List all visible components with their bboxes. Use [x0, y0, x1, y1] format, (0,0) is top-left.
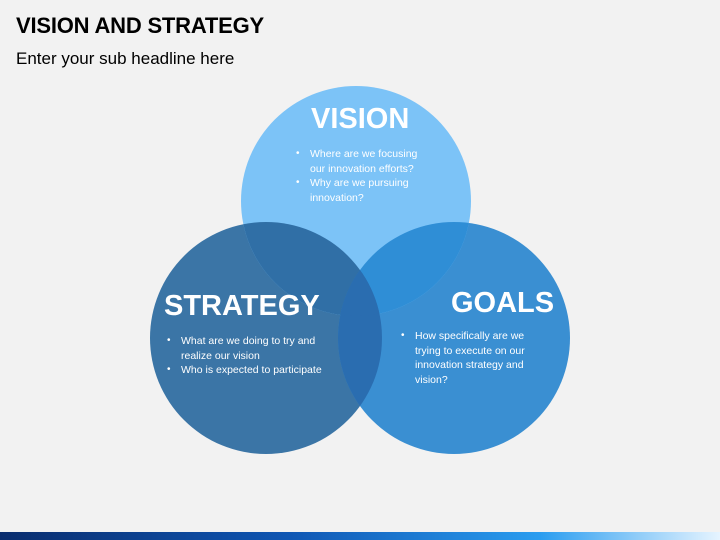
bullet-item: Where are we focusing our innovation eff… [296, 147, 431, 176]
strategy-heading: STRATEGY [164, 290, 320, 322]
bullet-item: How specifically are we trying to execut… [401, 329, 541, 387]
bullet-item: Why are we pursuing innovation? [296, 176, 431, 205]
slide-title: VISION AND STRATEGY [16, 13, 264, 38]
vision-heading: VISION [311, 103, 410, 135]
overlap-vision-strategy [241, 222, 382, 316]
bottom-accent-bar [0, 532, 720, 540]
vision-bullets: Where are we focusing our innovation eff… [296, 147, 431, 205]
goals-bullets: How specifically are we trying to execut… [401, 329, 541, 387]
bullet-item: What are we doing to try and realize our… [167, 334, 337, 363]
strategy-bullets: What are we doing to try and realize our… [167, 334, 337, 378]
bullet-item: Who is expected to participate [167, 363, 337, 378]
overlap-vision-goals [338, 222, 471, 316]
goals-heading: GOALS [451, 287, 555, 319]
slide-subtitle: Enter your sub headline here [16, 49, 235, 68]
